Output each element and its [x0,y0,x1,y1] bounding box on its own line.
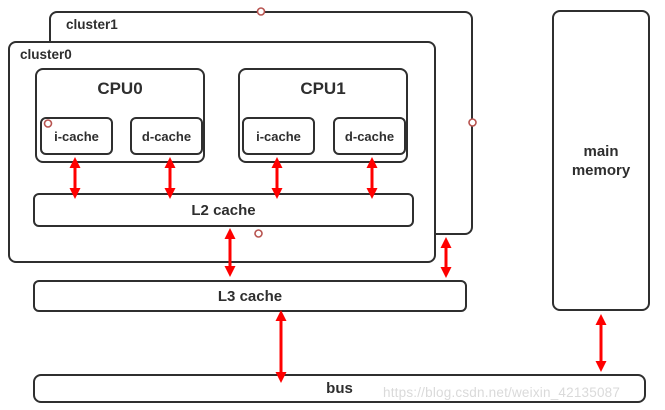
cpu1-label: CPU1 [300,79,346,98]
cpu0-dcache-label: d-cache [141,128,192,144]
cpu0-label: CPU0 [97,79,143,98]
l2-cache-box: L2 cache [33,193,414,227]
cpu0-dcache-box: d-cache [130,117,203,155]
bus-box: bus [33,374,646,403]
cpu0-icache-box: i-cache [40,117,113,155]
l3-cache-box: L3 cache [33,280,467,312]
cpu1-dcache-label: d-cache [344,128,395,144]
l3-cache-label: L3 cache [217,287,283,305]
cpu0-icache-label: i-cache [54,128,99,144]
l2-cache-label: L2 cache [191,201,256,219]
bus-label: bus [326,380,353,397]
cpu1-icache-label: i-cache [256,128,301,144]
main-memory-box: main memory [552,10,650,311]
cpu1-icache-box: i-cache [242,117,315,155]
cpu1-dcache-box: d-cache [333,117,406,155]
arrow-l3-bus [275,310,287,383]
cluster1-label: cluster1 [66,17,118,32]
main-memory-label: main memory [571,142,631,179]
arrow-cluster1-l3 [440,237,452,278]
watermark-text: https://blog.csdn.net/weixin_42135087 [383,385,621,400]
cluster0-label: cluster0 [20,47,72,62]
arrow-memory-bus [595,314,607,372]
